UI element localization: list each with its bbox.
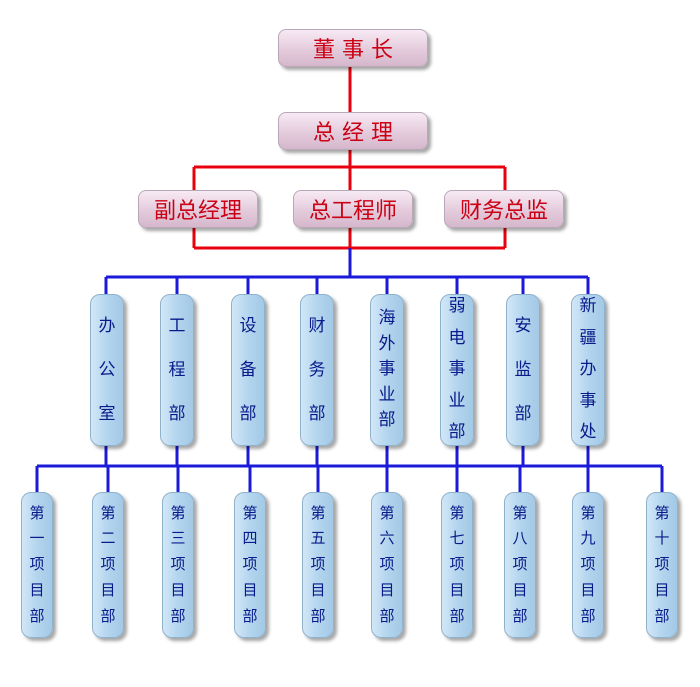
executive-label: 副总经理 — [153, 199, 242, 224]
deputy-general-manager-box: 副总经理 — [138, 190, 258, 228]
department-box: 办公室 — [90, 294, 124, 446]
vertical-label: 第九项目部 — [580, 503, 596, 625]
vertical-label: 财务部 — [308, 315, 326, 425]
vertical-label: 办公室 — [98, 315, 116, 425]
project-box: 第三项目部 — [162, 492, 194, 638]
vertical-label: 第七项目部 — [449, 503, 465, 625]
department-box: 工程部 — [160, 294, 194, 446]
project-box: 第一项目部 — [21, 492, 53, 638]
vertical-label: 第五项目部 — [310, 503, 326, 625]
vertical-label: 第三项目部 — [170, 503, 186, 625]
vertical-label: 第八项目部 — [512, 503, 528, 625]
general-manager-label: 总 经 理 — [313, 121, 393, 146]
finance-director-box: 财务总监 — [444, 190, 564, 228]
general-manager-box: 总 经 理 — [278, 112, 428, 150]
project-box: 第六项目部 — [371, 492, 403, 638]
executive-label: 总工程师 — [308, 199, 397, 224]
vertical-label: 第二项目部 — [100, 503, 116, 625]
project-box: 第九项目部 — [572, 492, 604, 638]
vertical-label: 新疆办事处 — [579, 296, 597, 443]
vertical-label: 海外事业部 — [378, 308, 396, 431]
project-box: 第二项目部 — [92, 492, 124, 638]
executive-label: 财务总监 — [459, 199, 548, 224]
vertical-label: 工程部 — [168, 315, 186, 425]
project-box: 第十项目部 — [646, 492, 678, 638]
vertical-label: 安监部 — [514, 315, 532, 425]
department-box: 海外事业部 — [370, 294, 404, 446]
project-box: 第八项目部 — [504, 492, 536, 638]
department-box: 财务部 — [300, 294, 334, 446]
chief-engineer-box: 总工程师 — [293, 190, 413, 228]
project-box: 第七项目部 — [441, 492, 473, 638]
department-box: 新疆办事处 — [571, 294, 605, 446]
department-box: 安监部 — [506, 294, 540, 446]
project-box: 第四项目部 — [234, 492, 266, 638]
blue-connectors — [35, 248, 664, 492]
vertical-label: 第六项目部 — [379, 503, 395, 625]
department-box: 弱电事业部 — [440, 294, 474, 446]
vertical-label: 第一项目部 — [29, 503, 45, 625]
vertical-label: 第十项目部 — [654, 503, 670, 625]
chairman-label: 董 事 长 — [313, 38, 393, 63]
project-box: 第五项目部 — [302, 492, 334, 638]
vertical-label: 第四项目部 — [242, 503, 258, 625]
chairman-box: 董 事 长 — [278, 29, 428, 67]
vertical-label: 弱电事业部 — [448, 296, 466, 443]
department-box: 设备部 — [231, 294, 265, 446]
vertical-label: 设备部 — [239, 315, 257, 425]
